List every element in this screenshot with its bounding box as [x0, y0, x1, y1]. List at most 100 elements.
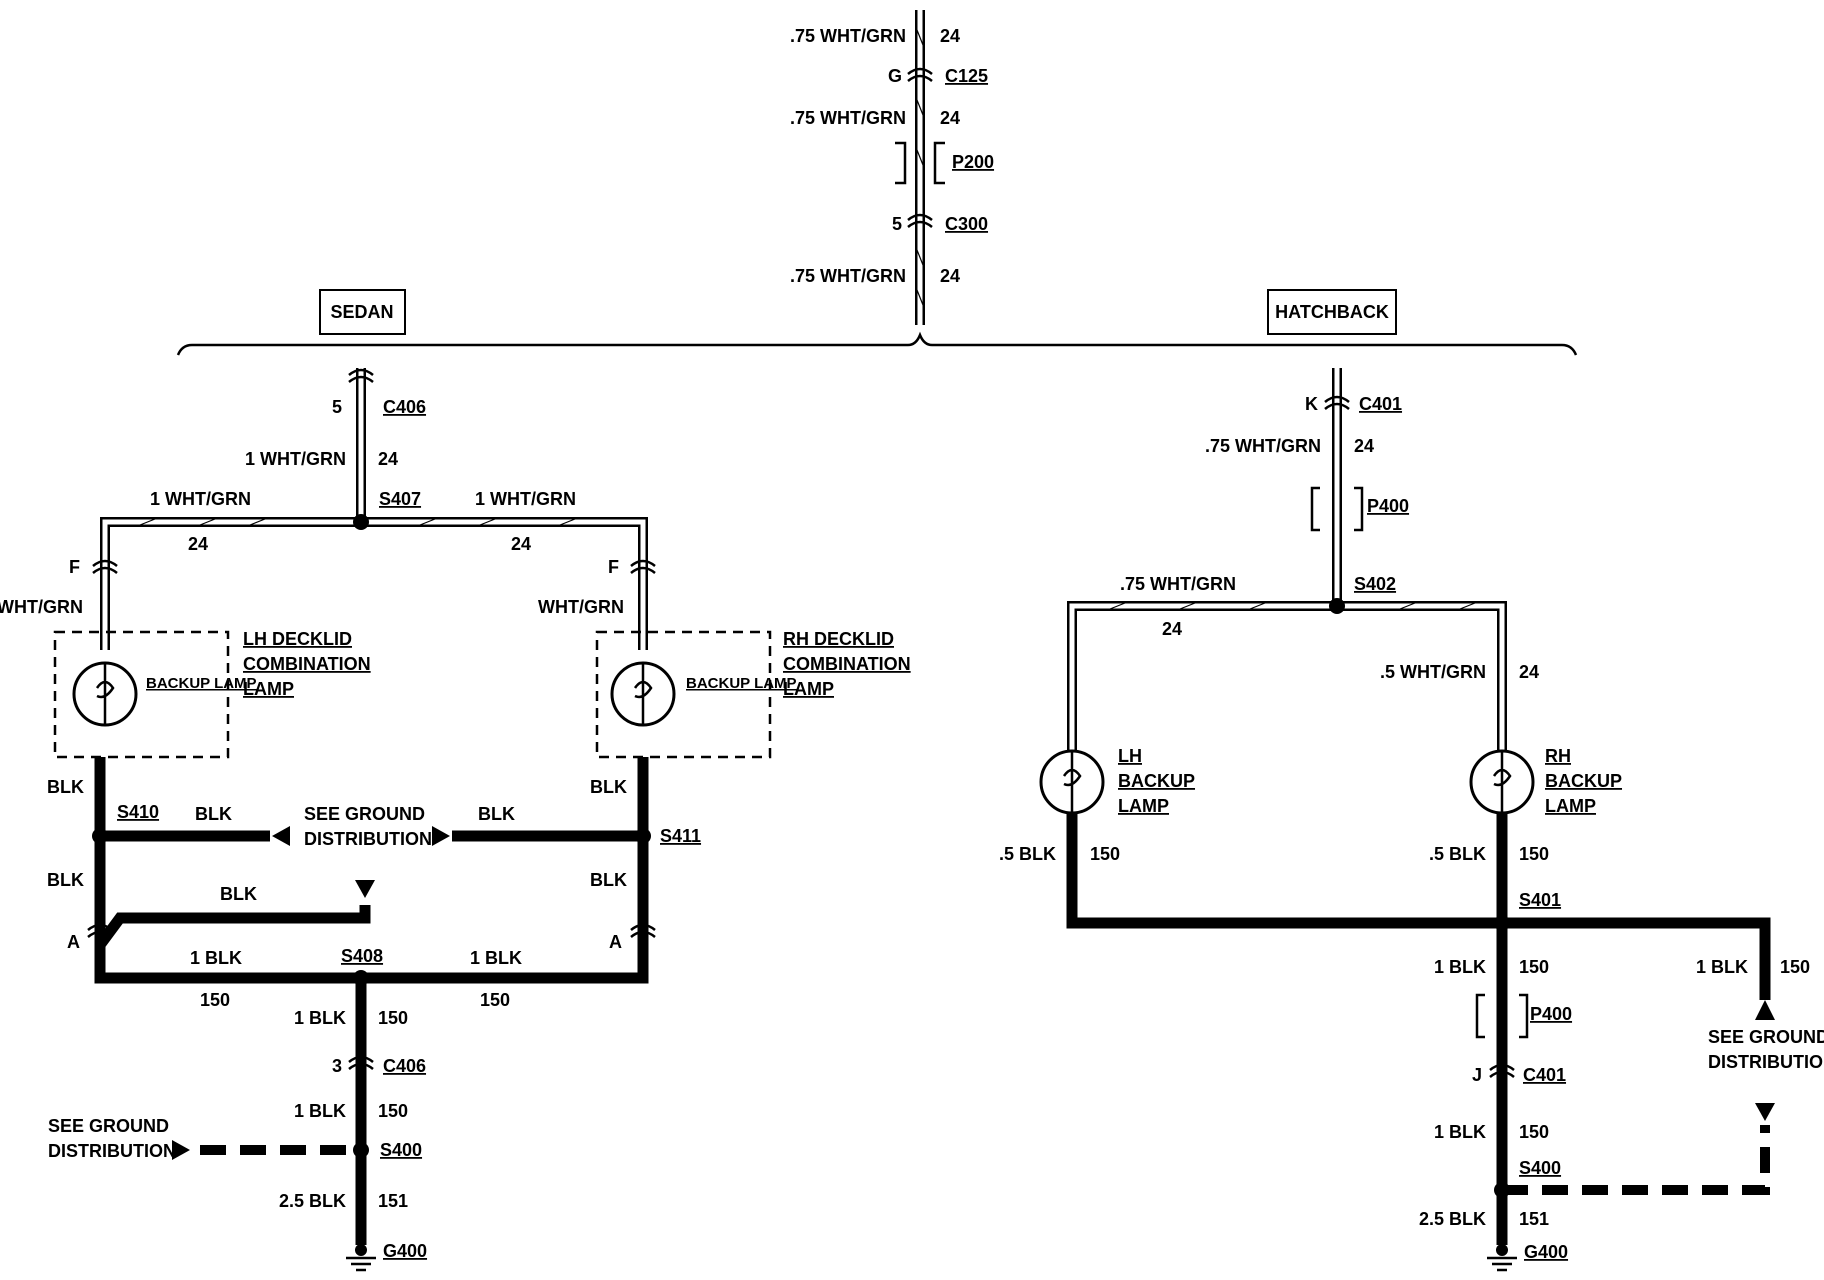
s408-label: S408 [341, 946, 383, 966]
sedan-right-branch-wire: 1 WHT/GRN [475, 489, 576, 509]
hatchback-title: HATCHBACK [1275, 302, 1389, 322]
s407-splice-dot [353, 514, 369, 530]
hatch-ground-dist-1: SEE GROUND [1708, 1027, 1824, 1047]
sedan-title: SEDAN [330, 302, 393, 322]
top-circuit-3: 24 [940, 266, 960, 286]
hatch-c401b: C401 [1523, 1065, 1566, 1085]
option-brace [176, 331, 1578, 356]
sedan-down-circuit-3: 151 [378, 1191, 408, 1211]
sedan-left-lamp-wire: WHT/GRN [0, 597, 83, 617]
hatch-side-wire: 1 BLK [1696, 957, 1748, 977]
s410-dot [92, 828, 108, 844]
hatch-down-wire-1: 1 BLK [1434, 957, 1486, 977]
left-pin-a: A [67, 932, 80, 952]
sedan-feed-wire: 1 WHT/GRN [245, 449, 346, 469]
s411-branch-wire: BLK [478, 804, 515, 824]
s411-label: S411 [660, 826, 701, 846]
bottom-right-wire: 1 BLK [470, 948, 522, 968]
sedan-section: SEDAN 5 C406 1 WHT/GRN 24 S407 1 WHT/GRN… [0, 289, 911, 1272]
right-pin-a: A [609, 932, 622, 952]
hatch-ground-icon [1487, 1244, 1517, 1272]
bottom-left-wire: 1 BLK [190, 948, 242, 968]
rh-down-wire: BLK [590, 870, 627, 890]
c300-pin: 5 [892, 214, 902, 234]
sedan-right-lamp-wire: WHT/GRN [538, 597, 624, 617]
right-ground-arrow-icon [432, 826, 450, 846]
hatch-ground-up-arrow-icon [1755, 1000, 1775, 1020]
hatch-right-wire: .5 WHT/GRN [1380, 662, 1486, 682]
hatch-c401: C401 [1359, 394, 1402, 414]
sedan-left-branch-wire: 1 WHT/GRN [150, 489, 251, 509]
lh-decklid-line2: COMBINATION [243, 654, 371, 674]
sedan-down-circuit-2: 150 [378, 1101, 408, 1121]
hatch-down-circuit-1: 150 [1519, 957, 1549, 977]
sedan-left-pin-f: F [69, 557, 80, 577]
hatch-rh-lamp-3: LAMP [1545, 796, 1596, 816]
sedan-s400-dot [353, 1142, 369, 1158]
bottom-left-circuit: 150 [200, 990, 230, 1010]
sedan-ground-dist-arrow-icon [172, 1140, 190, 1160]
hatch-ground-dist-2: DISTRIBUTION [1708, 1052, 1824, 1072]
sedan-ground-icon [346, 1244, 376, 1272]
sedan-c406: C406 [383, 397, 426, 417]
sedan-left-branch-circuit: 24 [188, 534, 208, 554]
top-wire-2: .75 WHT/GRN [790, 108, 906, 128]
s401-label: S401 [1519, 890, 1561, 910]
p200-label: P200 [952, 152, 994, 172]
lh-decklid-line1: LH DECKLID [243, 629, 352, 649]
hatch-rh-out-wire: .5 BLK [1429, 844, 1486, 864]
hatch-down-wire-3: 2.5 BLK [1419, 1209, 1486, 1229]
hatch-c401b-pin: J [1472, 1065, 1482, 1085]
sedan-down-circuit-1: 150 [378, 1008, 408, 1028]
sedan-ground-dist-2: DISTRIBUTION [304, 829, 432, 849]
lh-down-wire: BLK [47, 870, 84, 890]
lh-decklid-box [53, 630, 230, 759]
bottom-right-circuit: 150 [480, 990, 510, 1010]
hatch-lh-lamp-3: LAMP [1118, 796, 1169, 816]
s407-label: S407 [379, 489, 421, 509]
left-ground-arrow-icon [272, 826, 290, 846]
sedan-ground-dist-1: SEE GROUND [304, 804, 425, 824]
top-wire-3: .75 WHT/GRN [790, 266, 906, 286]
sedan-c406b-pin: 3 [332, 1056, 342, 1076]
top-circuit-1: 24 [940, 26, 960, 46]
sedan-box [319, 289, 406, 335]
sedan-ground-dist2-2: DISTRIBUTION [48, 1141, 176, 1161]
hatch-side-circuit: 150 [1780, 957, 1810, 977]
lh-out-wire: BLK [47, 777, 84, 797]
rh-decklid-line1: RH DECKLID [783, 629, 894, 649]
s411-dot [635, 828, 651, 844]
rh-decklid-line2: COMBINATION [783, 654, 911, 674]
hatch-down-circuit-3: 151 [1519, 1209, 1549, 1229]
s402-dot [1329, 598, 1345, 614]
hatch-lh-lamp-2: BACKUP [1118, 771, 1195, 791]
hatch-s400-label: S400 [1519, 1158, 1561, 1178]
sedan-ground-dist2-1: SEE GROUND [48, 1116, 169, 1136]
hatch-left-circuit: 24 [1162, 619, 1182, 639]
hatch-p400: P400 [1367, 496, 1409, 516]
s401-dot [1494, 915, 1510, 931]
rh-out-wire: BLK [590, 777, 627, 797]
rh-backup-lamp-label: BACKUP LAMP [686, 675, 797, 692]
hatch-lh-out-wire: .5 BLK [999, 844, 1056, 864]
hatch-feed-circuit: 24 [1354, 436, 1374, 456]
sedan-ground-label: G400 [383, 1241, 427, 1261]
sedan-down-wire-2: 1 BLK [294, 1101, 346, 1121]
hatch-rh-lamp-1: RH [1545, 746, 1571, 766]
hatch-feed-wire: .75 WHT/GRN [1205, 436, 1321, 456]
hatchback-box [1267, 289, 1397, 335]
hatch-c401-pin: K [1305, 394, 1318, 414]
c125-label: C125 [945, 66, 988, 86]
hatch-p400b: P400 [1530, 1004, 1572, 1024]
hatch-ground-label: G400 [1524, 1242, 1568, 1262]
stub-wire: BLK [220, 884, 257, 904]
hatch-right-circuit: 24 [1519, 662, 1539, 682]
sedan-feed-circuit: 24 [378, 449, 398, 469]
hatch-lh-lamp-1: LH [1118, 746, 1142, 766]
lh-decklid-line3: LAMP [243, 679, 294, 699]
hatch-down-wire-2: 1 BLK [1434, 1122, 1486, 1142]
top-feed: .75 WHT/GRN 24 G C125 .75 WHT/GRN 24 P20… [790, 10, 994, 325]
sedan-down-wire-3: 2.5 BLK [279, 1191, 346, 1211]
sedan-down-wire-1: 1 BLK [294, 1008, 346, 1028]
